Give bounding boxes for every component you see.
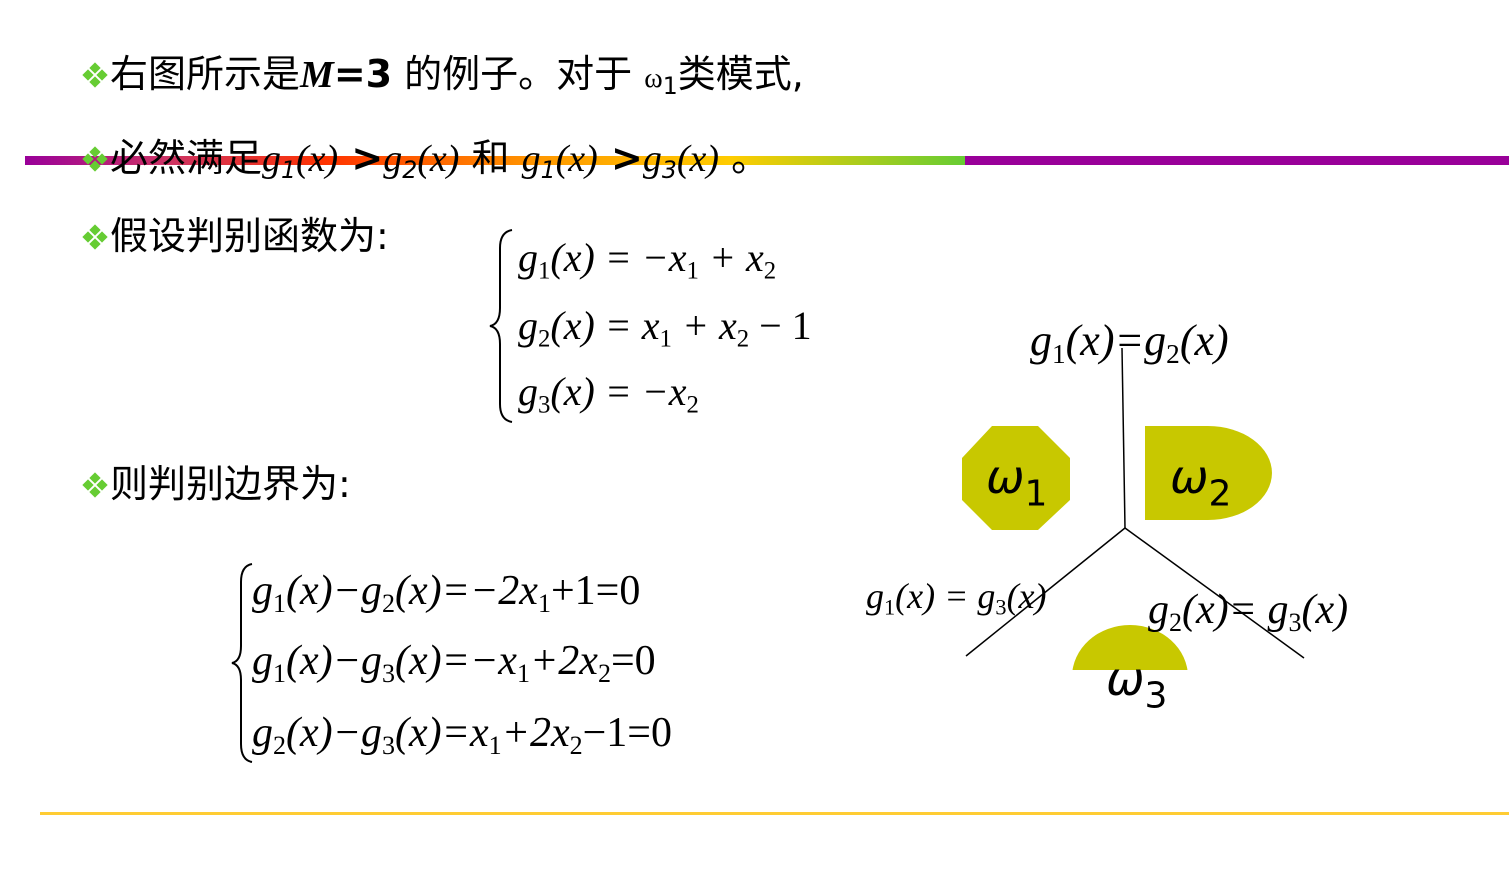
system1-row-2: g2(x) = x1 + x2 − 1	[518, 303, 812, 353]
system1-row-1: g1(x) = −x1 + x2	[518, 235, 777, 285]
line1-eq3: =3	[333, 52, 393, 96]
line1-suffix: 类模式,	[677, 52, 804, 96]
system1-brace	[489, 229, 513, 423]
region-w3-ellipse	[1072, 625, 1188, 670]
decision-boundary-diagram	[962, 347, 1305, 670]
omega-1-label: ω1	[986, 450, 1048, 515]
line2-x3: (x)	[555, 138, 598, 180]
line2-s2: 2	[402, 156, 418, 185]
diamond-bullet-icon	[82, 471, 108, 498]
line2-and: 和	[459, 136, 522, 180]
line2-g1: g	[262, 138, 282, 180]
boundary-line-g1-g3	[965, 527, 1126, 657]
system1-row-3: g3(x) = −x2	[518, 369, 699, 419]
diamond-bullet-icon	[82, 61, 108, 88]
omega-2-label: ω2	[1170, 450, 1232, 515]
line2-s1: 1	[281, 156, 296, 185]
line2-x4: (x)	[676, 138, 720, 180]
line2-s3: 3	[661, 156, 677, 185]
label-g1-eq-g2: g1(x)=g2(x)	[1030, 316, 1229, 370]
system2-row-2: g1(x)−g3(x)=−x1+2x2=0	[252, 638, 656, 688]
line2-prefix: 必然满足	[110, 136, 263, 180]
diamond-bullet-icon	[82, 145, 108, 172]
bullet-line-2: 必然满足g1(x) >g2(x) 和 g1(x) >g3(x) 。	[82, 136, 770, 192]
omega-3-label: ω3	[1106, 652, 1168, 717]
boundary-line-g1-g2	[1121, 347, 1126, 529]
line1-M: M	[300, 54, 334, 96]
line2-x2: (x)	[417, 138, 460, 180]
bottom-divider	[40, 812, 1509, 815]
line2-gt2: >	[597, 136, 643, 180]
bullet-line-1: 右图所示是M=3 的例子。对于 ω1类模式,	[82, 52, 804, 108]
label-g2-eq-g3: g2(x)= g3(x)	[1148, 587, 1349, 637]
line1-omega-sub: 1	[662, 72, 678, 101]
line1-prefix: 右图所示是	[110, 52, 301, 96]
line2-g4: g	[642, 138, 662, 180]
region-w1-octagon	[962, 426, 1070, 530]
line3-text: 假设判别函数为:	[110, 214, 389, 258]
line2-g2: g	[383, 138, 403, 180]
line2-gt1: >	[338, 136, 384, 180]
system2-brace	[231, 563, 253, 763]
diamond-bullet-icon	[82, 223, 108, 250]
bullet-line-4: 则判别边界为:	[82, 462, 351, 506]
bullet-line-3: 假设判别函数为:	[82, 214, 389, 258]
system2-row-1: g1(x)−g2(x)=−2x1+1=0	[252, 568, 641, 618]
label-g1-eq-g3: g1(x) = g3(x)	[866, 576, 1047, 620]
line1-mid: 的例子。对于	[392, 52, 645, 96]
line2-s1b: 1	[540, 156, 556, 185]
line1-omega: ω	[644, 63, 663, 94]
boundary-line-g2-g3	[1124, 527, 1305, 659]
top-decor-bar	[25, 156, 1509, 165]
line4-text: 则判别边界为:	[110, 462, 351, 506]
line2-x1: (x)	[296, 138, 339, 180]
region-w2-shape	[1145, 426, 1272, 520]
line2-g3: g	[521, 138, 541, 180]
system2-row-3: g2(x)−g3(x)=x1+2x2−1=0	[252, 710, 672, 760]
line2-end: 。	[719, 136, 770, 180]
